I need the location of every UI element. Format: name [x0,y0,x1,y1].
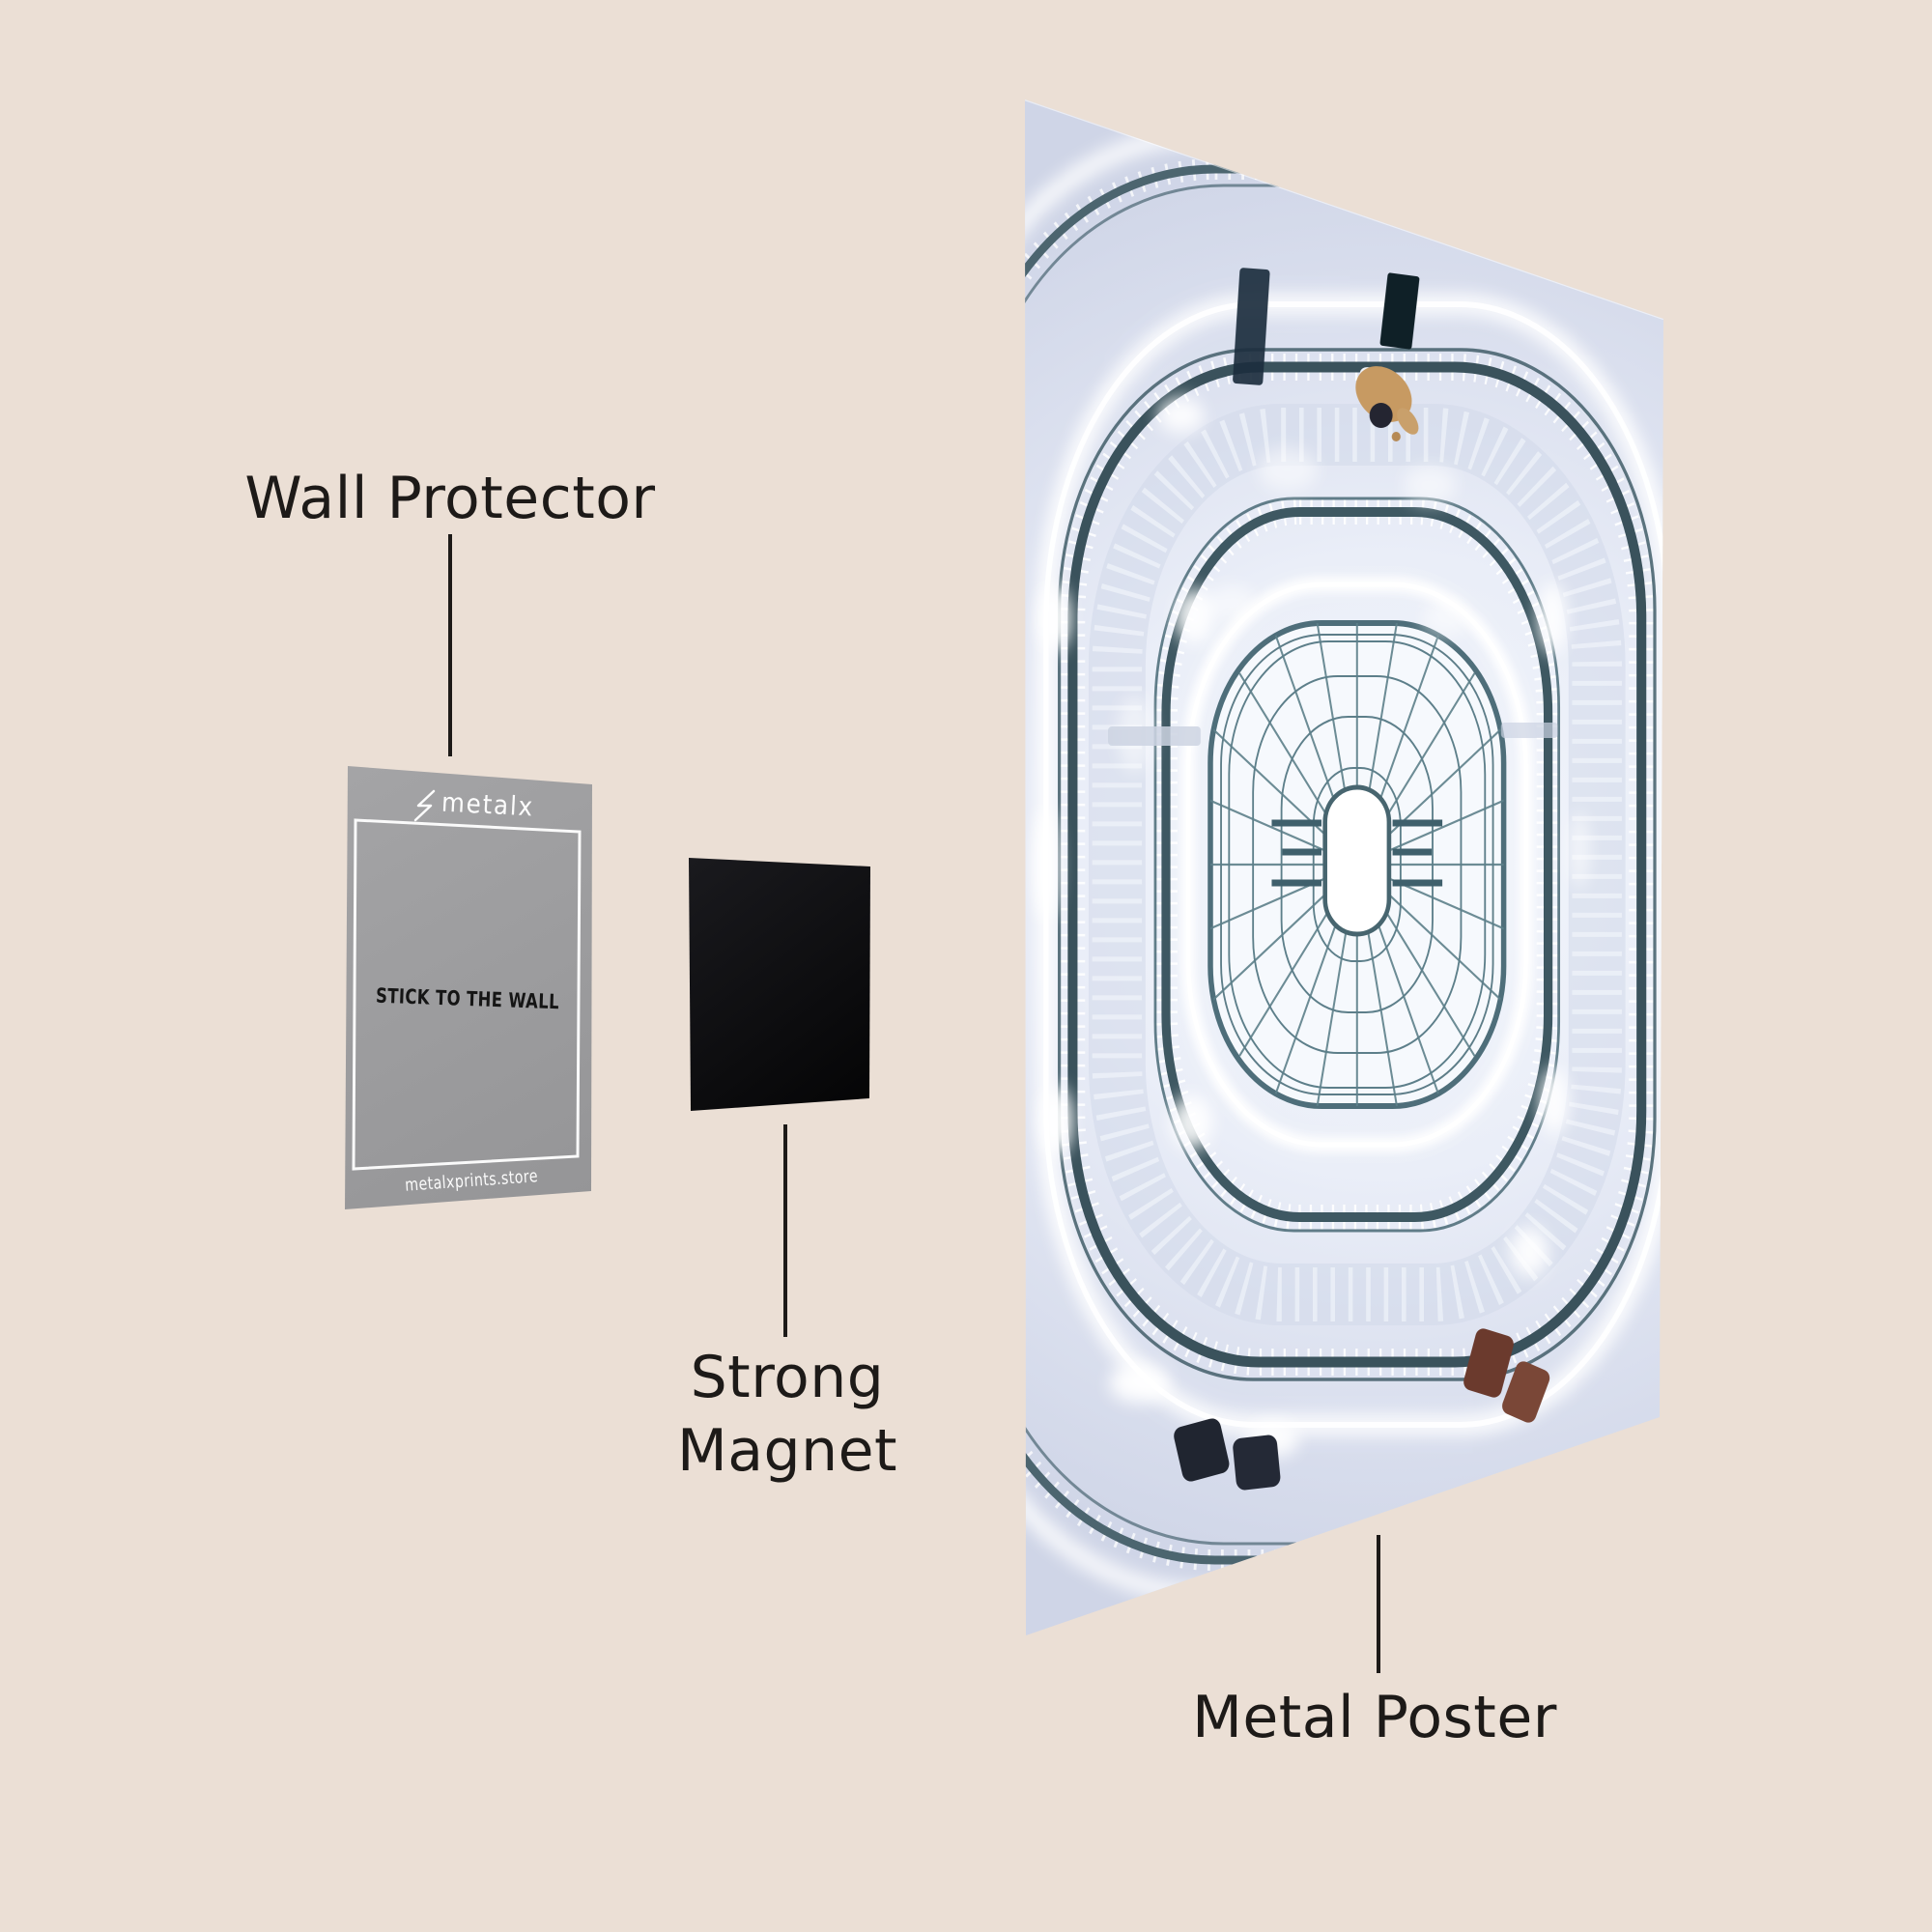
skylight-center-right-structure [1392,819,1443,887]
railing-a-outer-line [1057,348,1657,1381]
metal-poster-label-text: Metal Poster [1192,1684,1557,1751]
skylight-ring-4 [1228,640,1487,1089]
strong-magnet-label-line2: Magnet [676,1417,898,1485]
card-inner-border [352,818,582,1171]
skylight-spokes [1209,623,1504,1106]
card-surface [345,766,592,1209]
skylight-ring-1 [1312,767,1402,962]
hanging-banner [1233,268,1270,385]
ceiling-vent [1108,726,1201,746]
balcony-slats [1092,408,1622,1321]
metal-poster-leader-line [1377,1535,1380,1673]
wall-protector-card: metalx STICK TO THE WALL metalxprints.st… [345,766,592,1209]
skylight-ring-3 [1252,675,1463,1054]
balcony-chairs [1174,1328,1550,1491]
ceiling-vent-right [1500,723,1558,738]
hanging-banner-2 [1379,272,1420,350]
card-brand-logo-text: metalx [440,788,534,823]
skylight-center-left-structure [1271,819,1321,887]
metalx-logo-icon [413,789,436,822]
rotunda-scene [1025,127,1663,1603]
strong-magnet-leader-line [783,1124,787,1337]
person-on-balcony [1355,366,1419,441]
skylight-ring-2 [1280,716,1434,1013]
wall-protector-label: Wall Protector [244,462,655,535]
wall-protector-label-text: Wall Protector [244,465,656,532]
metal-poster-image [1025,99,1663,1635]
railing-b [1161,507,1553,1222]
railing-a [1067,361,1647,1368]
wall-protector-leader-line [448,534,452,756]
skylight-center-opening [1322,784,1392,937]
glow-ring-inner-core [1185,582,1528,1148]
railing-b-outer-line [1153,497,1561,1233]
metal-poster-label: Metal Poster [1192,1681,1557,1754]
strong-magnet-label: Strong Magnet [677,1341,897,1488]
strong-magnet-label-line1: Strong [690,1344,885,1411]
magnet-square [689,858,870,1111]
